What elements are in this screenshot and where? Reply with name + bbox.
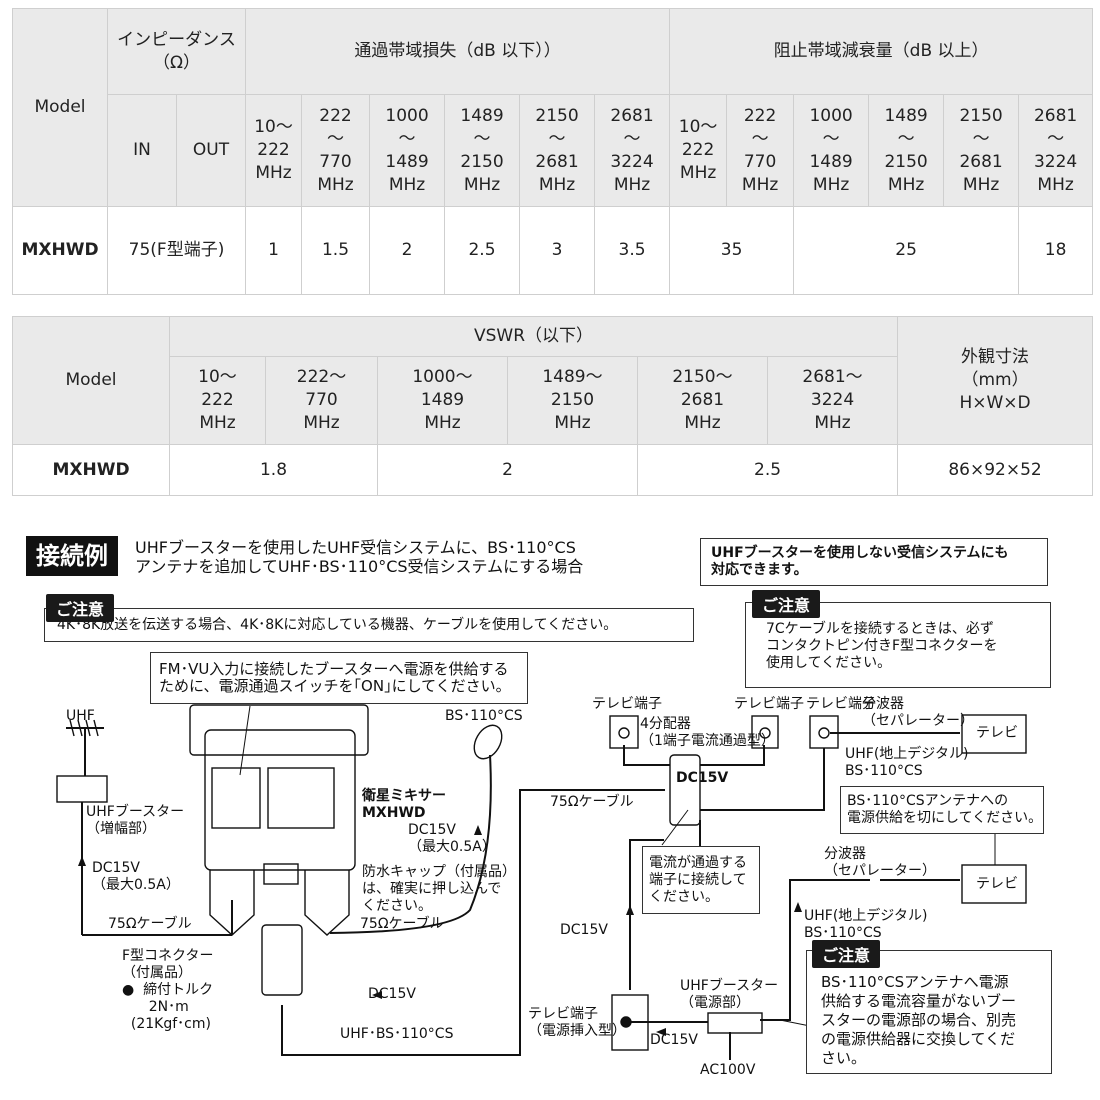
booster-power-label: UHFブースター （電源部） bbox=[680, 978, 779, 1011]
current-note: 電流が通過する 端子に接続して ください。 bbox=[649, 855, 747, 905]
passband-freq: 10〜 222 MHz bbox=[245, 94, 303, 207]
diagram-title: UHFブースターを使用したUHF受信システムに、BS･110°CS アンテナを追… bbox=[135, 538, 584, 576]
bs-antenna-label: BS･110°CS bbox=[445, 708, 523, 724]
cable-left-label: 75Ωケーブル bbox=[108, 916, 192, 932]
dc-mid-label: DC15V bbox=[560, 922, 608, 938]
model-header: Model bbox=[12, 8, 108, 207]
spec-table-vswr: Model VSWR（以下） 外観寸法 （mm） H×W×D 10〜 222 M… bbox=[12, 316, 1094, 496]
caution-tag-3: ご注意 bbox=[812, 940, 881, 968]
torque-label: ● 締付トルク 2N･m (21Kgf･cm) bbox=[122, 982, 214, 1032]
passband-value: 3 bbox=[519, 206, 596, 295]
model-header: Model bbox=[12, 316, 170, 445]
caution-text-3: BS･110°CSアンテナへ電源 供給する電流容量がないブー スターの電源部の場… bbox=[821, 973, 1017, 1067]
uhf-label: UHF bbox=[66, 708, 95, 724]
top-right-note-box: UHFブースターを使用しない受信システムにも 対応できます。 bbox=[700, 538, 1048, 586]
spec-table-loss: Model インピーダンス （Ω） 通過帯域損失（dB 以下）） 阻止帯域減衰量… bbox=[12, 8, 1094, 295]
caution-box-1: 4K･8K放送を伝送する場合、4K･8Kに対応している機器、ケーブルを使用してく… bbox=[44, 608, 694, 642]
stopband-header: 阻止帯域減衰量（dB 以上） bbox=[669, 8, 1094, 95]
passband-value: 1.5 bbox=[301, 206, 371, 295]
stopband-freq: 2681 〜 3224 MHz bbox=[1018, 94, 1094, 207]
passband-freq: 2681 〜 3224 MHz bbox=[594, 94, 671, 207]
badge: 接続例 bbox=[26, 536, 118, 576]
stopband-value: 25 bbox=[793, 206, 1020, 295]
passband-value: 1 bbox=[245, 206, 303, 295]
stopband-value: 18 bbox=[1018, 206, 1094, 295]
dc-bottom-label: DC15V bbox=[368, 986, 416, 1002]
impedance-header: インピーダンス （Ω） bbox=[106, 8, 247, 95]
splitter-label: 4分配器 （1端子電流通過型） bbox=[640, 716, 775, 749]
passband-freq: 2150 〜 2681 MHz bbox=[519, 94, 596, 207]
vswr-value: 2 bbox=[377, 444, 638, 496]
model-cell: MXHWD bbox=[12, 444, 170, 496]
vswr-freq: 2150〜 2681 MHz bbox=[637, 356, 768, 445]
bs-power-note: BS･110°CSアンテナへの 電源供給を切にしてください。 bbox=[847, 793, 1043, 826]
vswr-value: 2.5 bbox=[636, 444, 899, 496]
cable-right-label: 75Ωケーブル bbox=[360, 916, 444, 932]
tv-terminal-3: テレビ端子 bbox=[806, 696, 876, 712]
f-connector-label: F型コネクター （付属品） bbox=[122, 948, 214, 981]
model-cell: MXHWD bbox=[12, 206, 108, 295]
vswr-header: VSWR（以下） bbox=[168, 316, 899, 357]
vswr-freq: 1489〜 2150 MHz bbox=[507, 356, 638, 445]
current-note-box: 電流が通過する 端子に接続して ください。 bbox=[642, 846, 760, 914]
passband-header: 通過帯域損失（dB 以下）） bbox=[245, 8, 671, 95]
mixer-name: 衛星ミキサー MXHWD bbox=[362, 788, 446, 821]
uhf-bs-bottom-label: UHF･BS･110°CS bbox=[340, 1026, 454, 1042]
vswr-freq: 222〜 770 MHz bbox=[265, 356, 378, 445]
dc-mixer-label: DC15V （最大0.5A） bbox=[408, 822, 496, 855]
ac-label: AC100V bbox=[700, 1062, 756, 1078]
vswr-value: 1.8 bbox=[169, 444, 378, 496]
caution-text-2: 7Cケーブルを接続するときは、必ず コンタクトピン付きF型コネクターを 使用して… bbox=[766, 621, 998, 671]
stopband-freq: 222 〜 770 MHz bbox=[726, 94, 795, 207]
caution-tag-1: ご注意 bbox=[46, 594, 115, 622]
caution-box-3: BS･110°CSアンテナへ電源 供給する電流容量がないブー スターの電源部の場… bbox=[806, 950, 1052, 1074]
fmvu-note: FM･VU入力に接続したブースターへ電源を供給する ために、電源通過スイッチを｢… bbox=[159, 660, 511, 695]
top-right-note: UHFブースターを使用しない受信システムにも 対応できます。 bbox=[711, 545, 1009, 578]
stopband-freq: 1489 〜 2150 MHz bbox=[868, 94, 945, 207]
cap-note: 防水キャップ（付属品） は、確実に押し込んで ください。 bbox=[362, 864, 516, 914]
passband-value: 2 bbox=[369, 206, 446, 295]
booster-amp-label: UHFブースター （増幅部） bbox=[86, 804, 185, 837]
tv-terminal-1: テレビ端子 bbox=[592, 696, 662, 712]
impedance-cell: 75(F型端子) bbox=[106, 206, 247, 295]
size-value: 86×92×52 bbox=[897, 444, 1094, 496]
cable-mid-label: 75Ωケーブル bbox=[550, 794, 634, 810]
tv-2: テレビ bbox=[976, 876, 1018, 892]
passband-freq: 1000 〜 1489 MHz bbox=[369, 94, 446, 207]
caution-text-1: 4K･8K放送を伝送する場合、4K･8Kに対応している機器、ケーブルを使用してく… bbox=[57, 617, 618, 633]
passband-value: 2.5 bbox=[444, 206, 521, 295]
separator-2-label: 分波器 （セパレーター） bbox=[824, 846, 936, 879]
dc-lower-label: DC15V bbox=[650, 1032, 698, 1048]
fmvu-note-box: FM･VU入力に接続したブースターへ電源を供給する ために、電源通過スイッチを｢… bbox=[150, 652, 528, 704]
bs-power-note-box: BS･110°CSアンテナへの 電源供給を切にしてください。 bbox=[840, 786, 1044, 834]
tv-terminal-power: テレビ端子 （電源挿入型） bbox=[528, 1006, 626, 1039]
vswr-freq: 1000〜 1489 MHz bbox=[377, 356, 508, 445]
dc-left-label: DC15V （最大0.5A） bbox=[92, 860, 180, 893]
vswr-freq: 10〜 222 MHz bbox=[169, 356, 266, 445]
size-header: 外観寸法 （mm） H×W×D bbox=[897, 316, 1094, 445]
passband-freq: 222 〜 770 MHz bbox=[301, 94, 371, 207]
passband-value: 3.5 bbox=[594, 206, 671, 295]
tv-1: テレビ bbox=[976, 725, 1018, 741]
caution-tag-2: ご注意 bbox=[752, 590, 821, 618]
uhf-digital-1: UHF(地上デジタル) BS･110°CS bbox=[845, 746, 969, 779]
stopband-freq: 2150 〜 2681 MHz bbox=[943, 94, 1020, 207]
stopband-freq: 1000 〜 1489 MHz bbox=[793, 94, 870, 207]
stopband-value: 35 bbox=[669, 206, 795, 295]
out-header: OUT bbox=[175, 94, 247, 207]
passband-freq: 1489 〜 2150 MHz bbox=[444, 94, 521, 207]
wiring-lines bbox=[56, 704, 1027, 1060]
tv-terminal-2: テレビ端子 bbox=[734, 696, 804, 712]
connection-diagram: 接続例 UHFブースターを使用したUHF受信システムに、BS･110°CS アン… bbox=[0, 520, 1100, 1100]
vswr-freq: 2681〜 3224 MHz bbox=[766, 356, 899, 445]
separator-1-label: 分波器 （セパレーター） bbox=[862, 696, 974, 729]
in-header: IN bbox=[107, 94, 177, 207]
stopband-freq: 10〜 222 MHz bbox=[669, 94, 728, 207]
uhf-digital-2: UHF(地上デジタル) BS･110°CS bbox=[804, 908, 928, 941]
dc-splitter-label: DC15V bbox=[676, 770, 729, 786]
